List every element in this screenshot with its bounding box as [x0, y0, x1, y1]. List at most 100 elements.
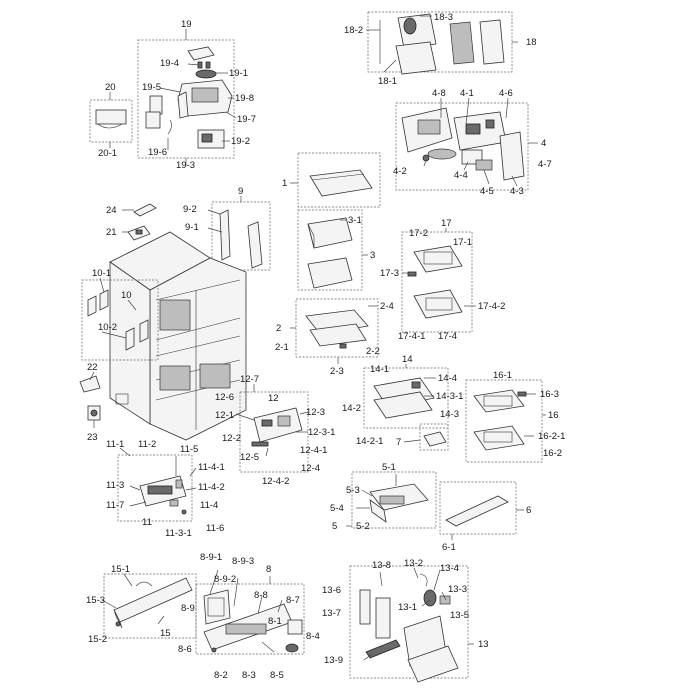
label-11-7: 11-7	[106, 500, 124, 511]
label-4-6: 4-6	[499, 88, 513, 99]
label-19-5: 19-5	[142, 82, 161, 93]
label-13-7: 13-7	[322, 608, 341, 619]
label-2-3: 2-3	[330, 366, 344, 377]
label-12: 12	[268, 393, 279, 404]
label-12-2: 12-2	[222, 433, 241, 444]
label-8-9-3: 8-9-3	[232, 556, 254, 567]
label-16-2-1: 16-2-1	[538, 431, 565, 442]
label-4: 4	[541, 138, 546, 149]
label-6: 6	[526, 505, 531, 516]
label-13-6: 13-6	[322, 585, 341, 596]
label-5-2: 5-2	[356, 521, 370, 532]
label-11-3: 11-3	[106, 480, 124, 491]
assembly-14	[363, 364, 449, 429]
label-12-4-2: 12-4-2	[262, 476, 289, 487]
assembly-22-23	[79, 371, 101, 428]
label-3-1: 3-1	[348, 215, 362, 226]
label-19-6: 19-6	[148, 147, 167, 158]
label-12-7: 12-7	[240, 374, 259, 385]
label-10-2: 10-2	[98, 322, 117, 333]
label-8-7: 8-7	[286, 595, 300, 606]
label-10-1: 10-1	[92, 268, 111, 279]
label-13-9: 13-9	[324, 655, 343, 666]
label-11-4-2: 11-4-2	[198, 482, 225, 493]
label-4-3: 4-3	[510, 186, 524, 197]
label-8-4: 8-4	[306, 631, 320, 642]
label-14-2: 14-2	[342, 403, 361, 414]
label-14-3: 14-3	[440, 409, 459, 420]
label-6-1: 6-1	[442, 542, 456, 553]
label-19-1: 19-1	[229, 68, 248, 79]
label-14-1: 14-1	[370, 364, 389, 375]
label-1: 1	[282, 178, 287, 189]
label-2-4: 2-4	[380, 301, 394, 312]
cabinet-body	[109, 231, 247, 441]
label-4-7: 4-7	[538, 159, 552, 170]
assembly-10	[81, 277, 159, 361]
label-12-6: 12-6	[215, 392, 234, 403]
assembly-2	[290, 298, 379, 364]
label-11-5: 11-5	[180, 444, 198, 455]
assembly-24-21	[122, 203, 157, 241]
label-14-2-1: 14-2-1	[356, 436, 383, 447]
label-21: 21	[106, 227, 117, 238]
label-8-5: 8-5	[270, 670, 284, 681]
label-8: 8	[266, 564, 271, 575]
label-17: 17	[441, 218, 452, 229]
label-16-3: 16-3	[540, 389, 559, 400]
label-11-3-1: 11-3-1	[165, 528, 192, 539]
label-13-8: 13-8	[372, 560, 391, 571]
label-16-1: 16-1	[493, 370, 512, 381]
label-4-5: 4-5	[480, 186, 494, 197]
label-5-3: 5-3	[346, 485, 360, 496]
label-2-2: 2-2	[366, 346, 380, 357]
label-19-4: 19-4	[160, 58, 179, 69]
label-2: 2	[276, 323, 281, 334]
part-labels: 19 19-4 19-1 19-5 19-8 19-7 19-6 1 9-2 19…	[86, 12, 565, 681]
label-8-6: 8-6	[178, 644, 192, 655]
label-13: 13	[478, 639, 489, 650]
label-19-7: 19-7	[237, 114, 256, 125]
label-13-3: 13-3	[448, 584, 467, 595]
label-9: 9	[238, 186, 243, 197]
assembly-17	[401, 228, 476, 333]
label-17-2: 17-2	[409, 228, 428, 239]
label-15: 15	[160, 628, 171, 639]
label-19: 19	[181, 19, 192, 30]
label-14-3-1: 14-3-1	[436, 391, 463, 402]
label-18-1: 18-1	[378, 76, 397, 87]
label-15-1: 15-1	[111, 564, 130, 575]
label-14: 14	[402, 354, 413, 365]
assembly-3	[297, 209, 368, 291]
label-24: 24	[106, 205, 117, 216]
label-12-4-1: 12-4-1	[300, 445, 327, 456]
label-8-1: 8-1	[268, 616, 282, 627]
label-13-5: 13-5	[450, 610, 469, 621]
assembly-19	[137, 29, 237, 166]
label-11-6: 11-6	[206, 523, 224, 534]
label-17-1: 17-1	[453, 237, 472, 248]
label-12-1: 12-1	[215, 410, 234, 421]
assembly-20	[89, 92, 133, 148]
label-9-1: 9-1	[185, 222, 199, 233]
label-19-8: 19-8	[235, 93, 254, 104]
label-8-9: 8-9	[181, 603, 195, 614]
assembly-5	[346, 471, 437, 529]
label-15-3: 15-3	[86, 595, 105, 606]
label-13-4: 13-4	[440, 563, 459, 574]
label-3: 3	[370, 250, 375, 261]
label-5-1: 5-1	[382, 462, 396, 473]
label-2-1: 2-1	[275, 342, 289, 353]
label-14-4: 14-4	[438, 373, 457, 384]
label-19-3: 19-3	[176, 160, 195, 171]
label-8-9-1: 8-9-1	[200, 552, 222, 563]
assembly-13	[349, 565, 474, 683]
label-9-2: 9-2	[183, 204, 197, 215]
label-5-4: 5-4	[330, 503, 344, 514]
label-17-4: 17-4	[438, 331, 457, 342]
assembly-8	[195, 569, 305, 655]
label-20: 20	[105, 82, 116, 93]
label-17-3: 17-3	[380, 268, 399, 279]
label-8-2: 8-2	[214, 670, 228, 681]
